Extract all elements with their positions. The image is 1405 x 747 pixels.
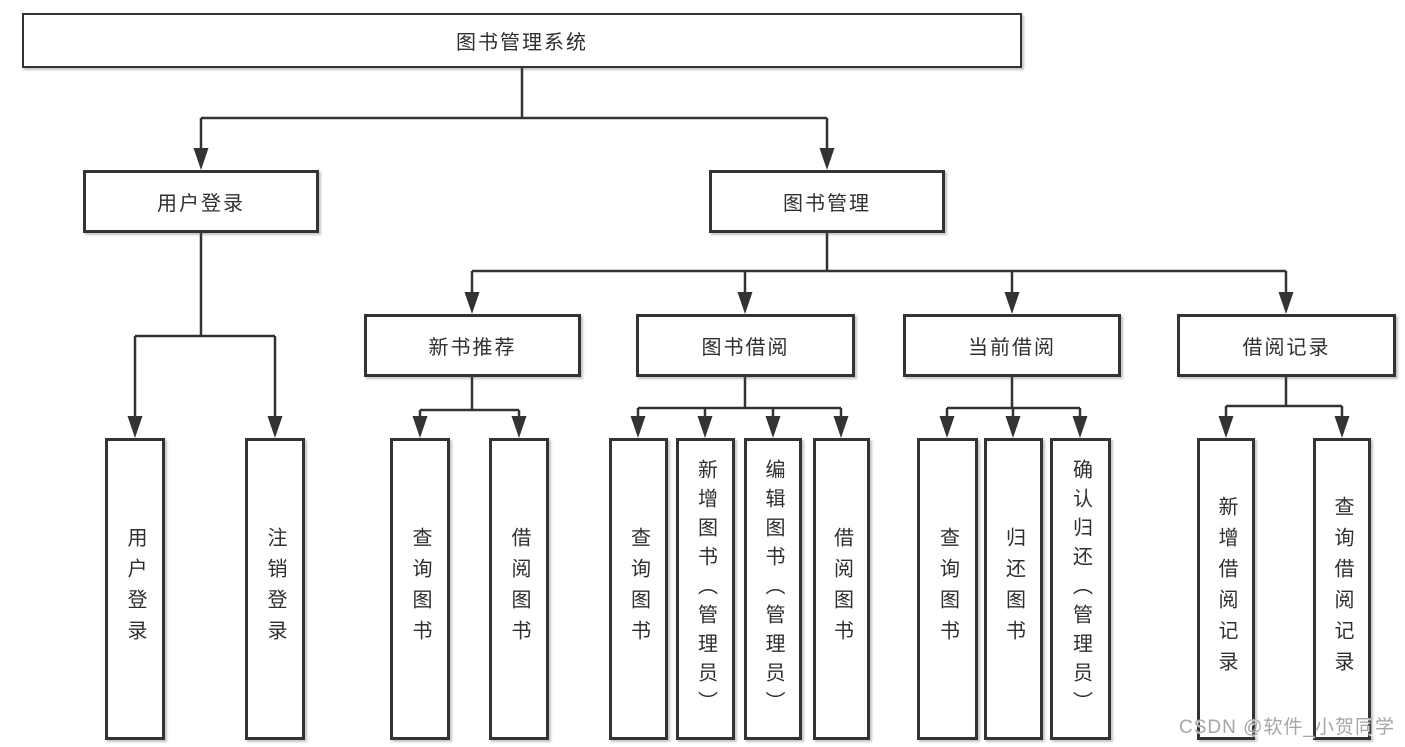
leaf-confirm-return-admin: 确认归还（管理员） <box>1050 438 1111 740</box>
leaf-borrow-book: 借阅图书 <box>813 438 870 740</box>
leaf-label: 归还图书 <box>1002 527 1025 651</box>
arrow-icon <box>1334 416 1350 438</box>
node-label: 新书推荐 <box>428 337 517 359</box>
arrow-icon <box>819 148 835 170</box>
leaf-borrow-book-recommend: 借阅图书 <box>489 438 549 740</box>
leaf-label: 注销登录 <box>264 527 286 651</box>
leaf-label: 新增图书（管理员） <box>694 458 717 720</box>
arrow-icon <box>833 416 849 438</box>
node-label: 图书借阅 <box>701 337 790 359</box>
leaf-edit-book-admin: 编辑图书（管理员） <box>744 438 802 740</box>
arrow-icon <box>1004 292 1020 314</box>
arrow-icon <box>697 416 713 438</box>
arrow-icon <box>267 416 283 438</box>
arrow-icon <box>1218 416 1234 438</box>
leaf-query-borrow-record: 查询借阅记录 <box>1313 438 1371 740</box>
leaf-label: 用户登录 <box>124 527 146 651</box>
csdn-watermark: CSDN @软件_小贺同学 <box>1179 717 1395 738</box>
edge-newbookrec-to-leaves <box>418 377 521 420</box>
node-label: 借阅记录 <box>1242 337 1331 359</box>
edge-userlogin-to-leaves <box>133 233 277 420</box>
node-new-book-recommend: 新书推荐 <box>364 314 581 377</box>
node-label: 图书管理系统 <box>456 32 588 54</box>
leaf-user-login: 用户登录 <box>105 438 165 740</box>
leaf-label: 借阅图书 <box>830 527 853 651</box>
arrow-icon <box>939 416 955 438</box>
edge-bookborrow-to-leaves <box>636 377 843 420</box>
edge-root-to-level2 <box>199 68 829 152</box>
leaf-query-book-borrow: 查询图书 <box>609 438 668 740</box>
node-book-management: 图书管理 <box>709 170 945 233</box>
leaf-label: 查询借阅记录 <box>1331 496 1353 682</box>
leaf-return-book: 归还图书 <box>984 438 1043 740</box>
leaf-label: 确认归还（管理员） <box>1069 458 1092 720</box>
leaf-logout-login: 注销登录 <box>245 438 305 740</box>
leaf-label: 编辑图书（管理员） <box>762 458 784 720</box>
leaf-query-book-current: 查询图书 <box>917 438 978 740</box>
arrow-icon <box>193 148 209 170</box>
edge-currentborrow-to-leaves <box>945 377 1082 420</box>
edge-bookmgmt-to-level3 <box>470 233 1288 296</box>
arrow-icon <box>511 416 527 438</box>
leaf-label: 查询图书 <box>409 527 431 651</box>
node-borrow-records: 借阅记录 <box>1177 314 1396 377</box>
node-library-management-system: 图书管理系统 <box>22 13 1022 68</box>
node-label: 用户登录 <box>157 193 245 215</box>
arrow-icon <box>1072 416 1088 438</box>
leaf-label: 新增借阅记录 <box>1215 496 1237 682</box>
arrow-icon <box>765 416 781 438</box>
node-user-login: 用户登录 <box>83 170 319 233</box>
arrow-icon <box>737 292 753 314</box>
arrow-icon <box>1005 416 1021 438</box>
arrow-icon <box>630 416 646 438</box>
node-current-borrow: 当前借阅 <box>903 314 1121 377</box>
leaf-label: 查询图书 <box>936 527 959 651</box>
leaf-label: 查询图书 <box>627 527 650 651</box>
leaf-label: 借阅图书 <box>508 527 530 651</box>
node-label: 图书管理 <box>783 193 871 215</box>
node-label: 当前借阅 <box>968 337 1056 359</box>
arrow-icon <box>412 416 428 438</box>
edge-borrowrecords-to-leaves <box>1224 377 1344 420</box>
arrow-icon <box>464 292 480 314</box>
arrow-icon <box>127 416 143 438</box>
node-book-borrow: 图书借阅 <box>636 314 855 377</box>
leaf-query-book-recommend: 查询图书 <box>390 438 450 740</box>
arrow-icon <box>1278 292 1294 314</box>
leaf-add-book-admin: 新增图书（管理员） <box>676 438 735 740</box>
leaf-add-borrow-record: 新增借阅记录 <box>1197 438 1255 740</box>
